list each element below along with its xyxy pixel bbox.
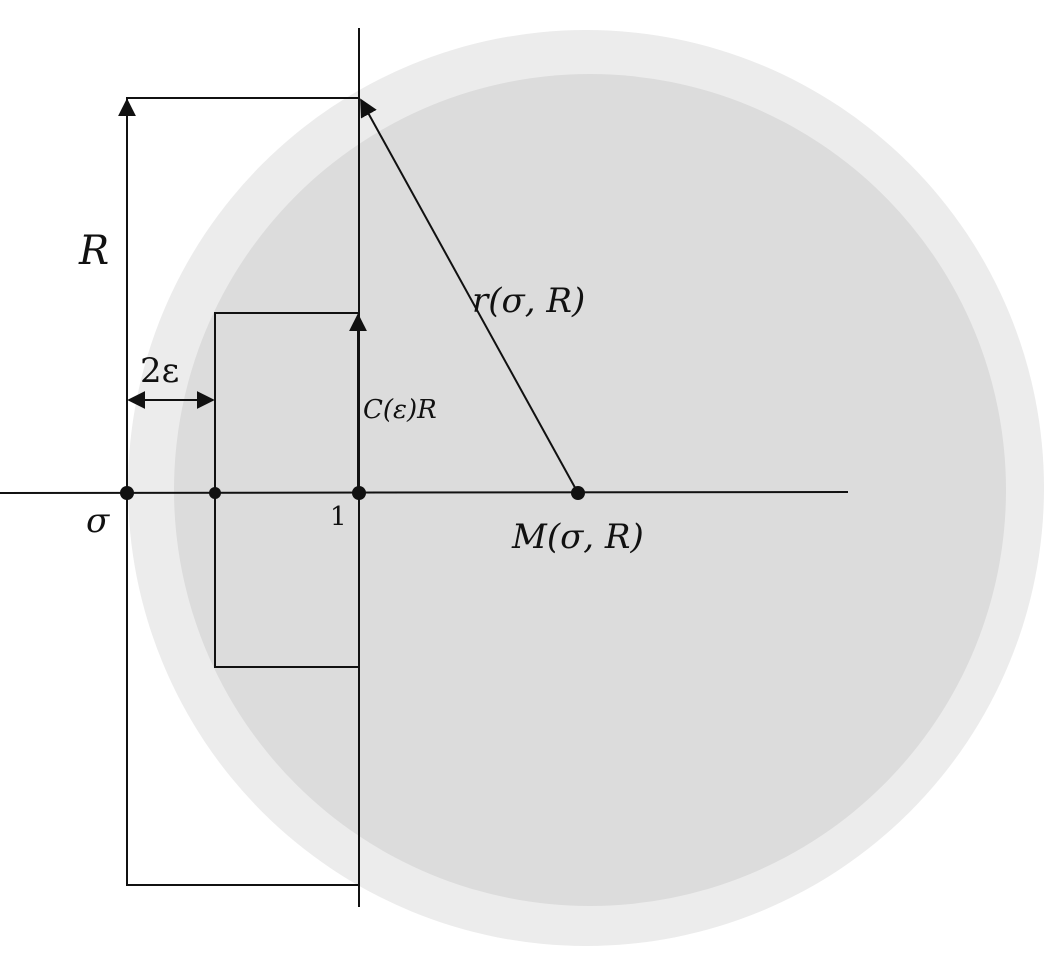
radius-arrow xyxy=(360,98,579,494)
horizontal-axis xyxy=(0,491,849,494)
point-center-m xyxy=(571,486,585,500)
label-one: 1 xyxy=(330,502,347,532)
point-sigma-plus-2eps xyxy=(209,487,221,499)
inner-disk xyxy=(174,74,1006,906)
label-m-sigma-r: M(σ, R) xyxy=(511,517,644,557)
label-c-epsilon-r: C(ε)R xyxy=(363,395,437,425)
point-sigma xyxy=(120,486,134,500)
label-two-epsilon: 2ε xyxy=(140,351,179,391)
label-r: R xyxy=(78,228,109,274)
point-one xyxy=(352,486,366,500)
label-sigma: σ xyxy=(86,501,110,541)
label-r-sigma-r: r(σ, R) xyxy=(472,281,585,321)
